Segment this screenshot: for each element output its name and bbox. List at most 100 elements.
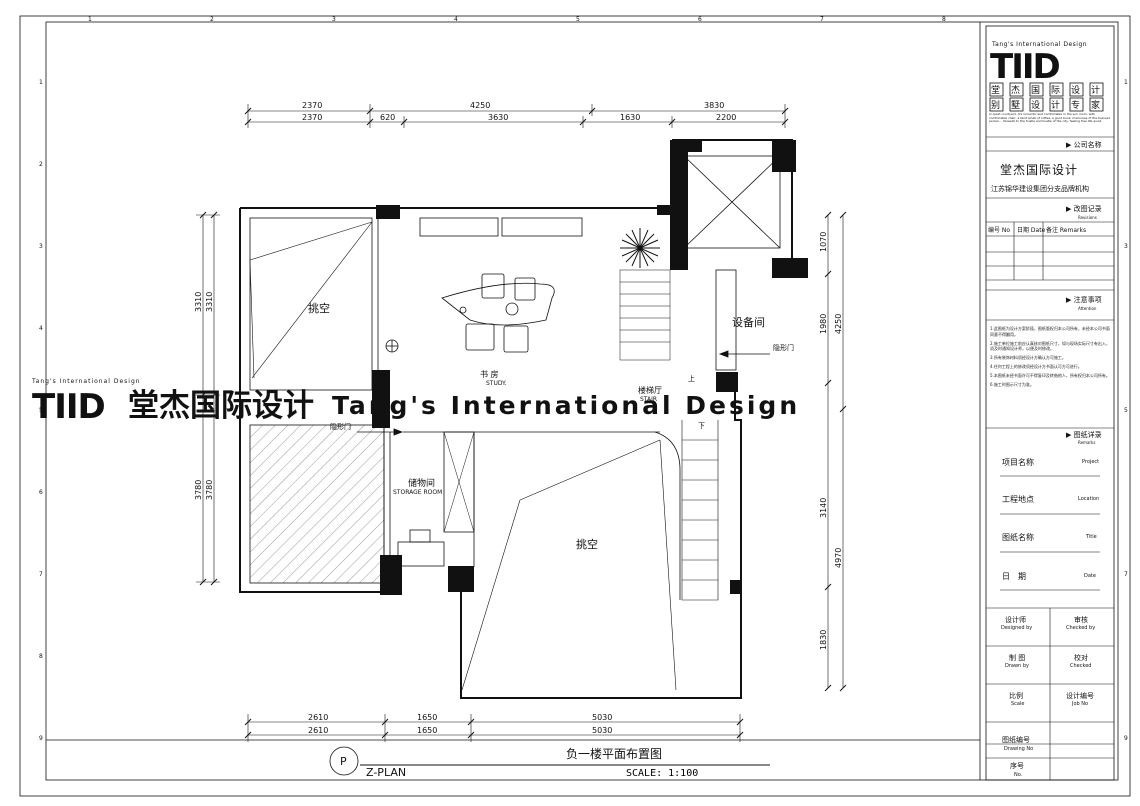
grid-number: 7 [1124, 571, 1128, 578]
plan-symbol: P [340, 755, 347, 768]
grid-number: 2 [39, 161, 43, 168]
attention-header-en: Attention [1078, 306, 1097, 311]
dimensions-right: 1070 1980 4250 3140 4970 1830 [819, 211, 847, 692]
attention-note: 4.任何工程上的修改须经设计方书面认可方可进行。 [990, 363, 1082, 369]
details-header: ▶ 图纸详录 [1066, 430, 1102, 439]
dimension-label: 1070 [819, 232, 828, 252]
brand-char: 杰 [1011, 84, 1020, 96]
sign-table [986, 607, 1114, 780]
drawing-scale: SCALE: 1:100 [626, 768, 698, 779]
attention-note: 2.施工单位施工前应认真核对图纸尺寸，如与现场实际尺寸有出入，须及时通知设计师，… [990, 340, 1110, 352]
hidden-door-label-left: 隐形门 [330, 422, 351, 431]
dimensions-left: 3310 3310 3780 3780 [194, 211, 220, 586]
furniture [249, 217, 719, 691]
grid-number: 8 [942, 16, 946, 23]
brand-char: 别 [991, 100, 1000, 111]
bookshelf [419, 217, 499, 237]
room-label-study-en: STUDY. [486, 380, 507, 387]
field-label-project-en: Project [1082, 459, 1099, 465]
watermark-cn: 堂杰国际设计 [128, 388, 314, 424]
attention-header: ▶ 注意事项 [1066, 295, 1102, 304]
dimension-label: 2610 [308, 713, 328, 722]
grid-number: 8 [39, 653, 43, 660]
chair [465, 323, 495, 351]
brand-char: 际 [1051, 85, 1060, 96]
dimension-label: 1830 [819, 630, 828, 650]
room-label-storage-en: STORAGE ROOM [393, 489, 442, 496]
dimension-label: 1650 [417, 713, 437, 722]
title-block: Tang's International Design TIID 堂 杰 国 际… [985, 25, 1115, 781]
brand-char: 计 [1051, 99, 1060, 111]
drawing-title: 负一楼平面布置图 [566, 746, 662, 761]
dimension-label: 4250 [470, 101, 490, 110]
structural-columns [372, 140, 808, 595]
room-label-stair-hall-en: STAIR [640, 396, 657, 403]
grid-number: 4 [454, 16, 458, 23]
room-label-void-center: 挑空 [576, 537, 598, 551]
sign-label-en: Job No [1071, 701, 1088, 707]
grid-number: 1 [1124, 79, 1128, 86]
field-label-location: 工程地点 [1002, 494, 1034, 504]
seq-label-en: No. [1014, 772, 1023, 778]
revision-col-remarks: 备注 Remarks [1046, 226, 1086, 234]
hidden-door-label-right: 隐形门 [773, 343, 794, 352]
slogan-box: In quiet courtyard, it's romantic and co… [989, 113, 1110, 123]
dimension-label: 3310 [205, 292, 214, 312]
brand-char: 国 [1031, 85, 1040, 96]
inner-border [45, 21, 1119, 781]
dimensions-bottom: 2610 1650 5030 2610 1650 5030 [244, 713, 744, 742]
brand-char: 设 [1031, 100, 1040, 111]
sign-label-en: Checked by [1066, 625, 1095, 631]
bookshelf [501, 217, 583, 237]
grid-number: 1 [88, 16, 92, 23]
room-label-stair-hall: 楼梯厅 [638, 385, 662, 395]
company-name: 堂杰国际设计 [1000, 163, 1078, 177]
sign-label-en: Checked [1070, 663, 1091, 669]
grid-number: 7 [820, 16, 824, 23]
grid-number: 5 [39, 407, 43, 414]
dimension-label: 3830 [704, 101, 724, 110]
stair-flight [619, 269, 671, 361]
watermark-small-text: Tang's International Design [31, 378, 141, 385]
brand-char: 设 [1071, 85, 1080, 96]
revision-table [986, 221, 1114, 281]
plan-symbol-circle [329, 746, 359, 776]
brand-char: 堂 [991, 84, 1000, 96]
grid-number: 2 [210, 16, 214, 23]
dimension-label: 3630 [488, 113, 508, 122]
chair [514, 277, 536, 301]
study-desk [441, 282, 555, 326]
chair [481, 273, 505, 299]
storage-desk [397, 541, 445, 567]
sign-label-en: Designed by [1001, 625, 1032, 631]
grid-number: 4 [39, 325, 43, 332]
storage-cabinet [443, 431, 475, 533]
grid-number: 9 [39, 735, 43, 742]
watermark-logo: TIID [32, 387, 105, 427]
field-label-title: 图纸名称 [1002, 532, 1034, 542]
field-label-project: 项目名称 [1002, 457, 1034, 467]
brand-char-grid: 堂 杰 国 际 设 计 别 墅 设 计 专 家 [989, 82, 1104, 112]
brand-char: 家 [1091, 99, 1100, 111]
revision-header: ▶ 改图记录 [1066, 204, 1102, 213]
details-header-en: Remarks [1078, 440, 1095, 445]
stair-up-mark: 上 [688, 374, 695, 383]
dimension-label: 1980 [819, 314, 828, 334]
grid-number: 7 [39, 571, 43, 578]
sign-label-en: Drawn by [1005, 663, 1029, 669]
dimension-label: 3310 [194, 292, 203, 312]
sign-label: 设计师 [1005, 615, 1026, 624]
room-label-storage: 储物间 [408, 477, 435, 489]
field-label-date: 日 期 [1002, 572, 1026, 581]
grid-number: 5 [576, 16, 580, 23]
brand-char: 墅 [1011, 100, 1020, 111]
revision-col-no: 编号 No [988, 226, 1010, 234]
field-label-date-en: Date [1084, 573, 1096, 579]
revision-col-date: 日期 Date [1017, 226, 1046, 234]
brand-small-text: Tang's International Design [991, 41, 1087, 48]
detail-fields: 项目名称 Project 工程地点 Location 图纸名称 Title 日 … [1000, 457, 1100, 591]
seq-label: 序号 [1010, 761, 1024, 770]
grid-number: 9 [1124, 735, 1128, 742]
dimension-label: 4250 [834, 314, 843, 334]
